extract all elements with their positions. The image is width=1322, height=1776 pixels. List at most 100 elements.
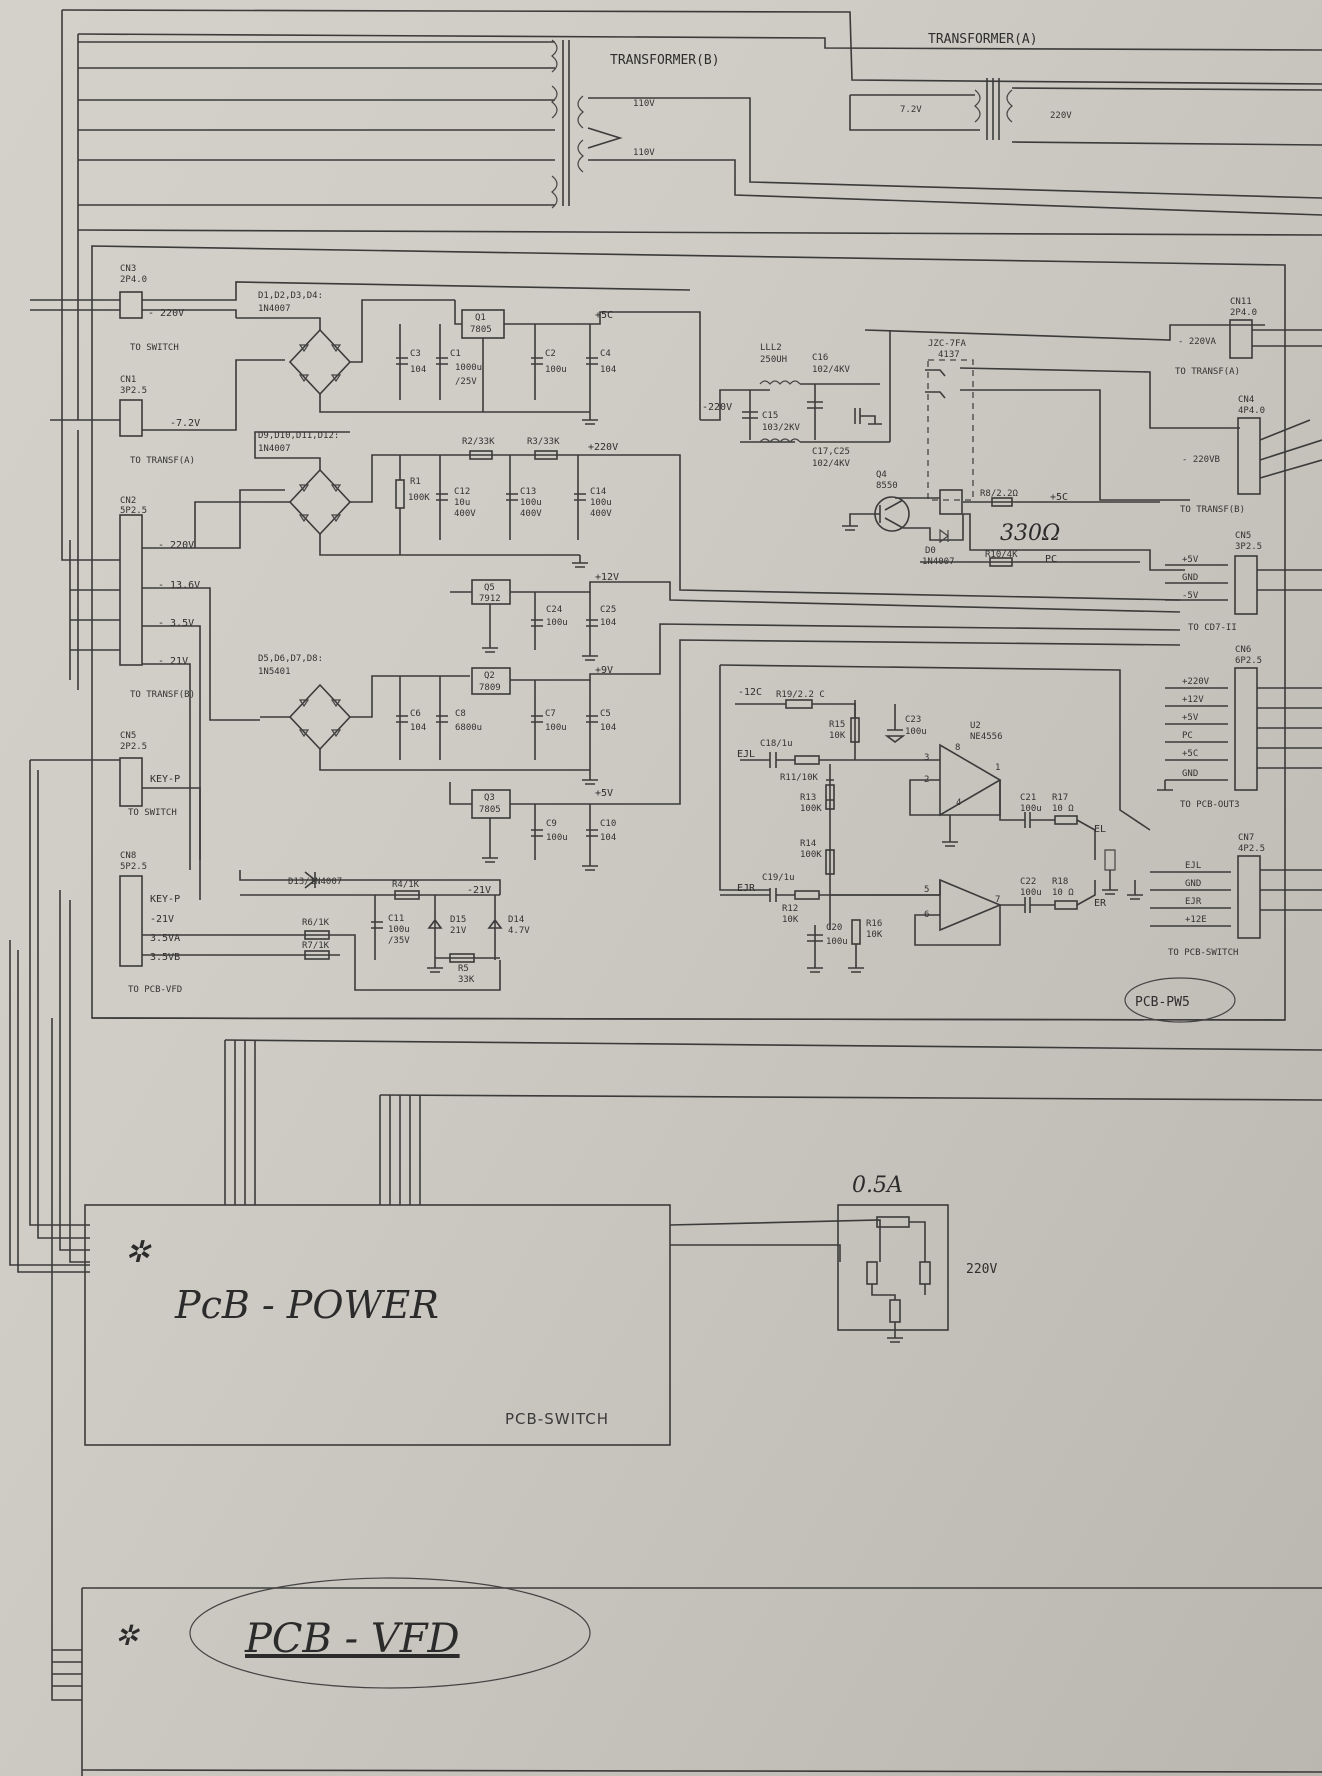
cn8-label-3-5vb: 3.5VB	[150, 952, 180, 963]
c8-name: C8	[455, 709, 466, 719]
connector-cn5: CN5 2P2.5 KEY-P TO SWITCH	[119, 731, 201, 900]
c15-value: 103/2KV	[762, 423, 801, 433]
regulator-q5: Q5 7912 +12V C24 100u C25 104	[450, 572, 1181, 650]
c13-name: C13	[520, 487, 536, 497]
top-wiring	[61, 9, 1322, 420]
c7-value: 100u	[545, 723, 567, 733]
u2-name: U2	[970, 721, 981, 731]
cn2-label-13-6: - 13.6V	[158, 580, 200, 591]
c25-value: 104	[600, 618, 616, 628]
cn5b-name: CN5	[1235, 531, 1251, 541]
handwritten-330-ohm: 330Ω	[1000, 521, 1060, 546]
regulator-q1: Q1 7805 +5C	[454, 300, 701, 420]
c2-value: 100u	[545, 365, 567, 375]
net-minus220: -220V	[702, 402, 732, 413]
d14-name: D14	[508, 915, 524, 925]
d0-name: D0	[925, 546, 936, 556]
pin-6: 6	[924, 910, 929, 920]
cn11-label: - 220VA	[1178, 337, 1217, 347]
cn11-type: 2P4.0	[1230, 308, 1257, 318]
cn7-label-ejl: EJL	[1185, 861, 1201, 871]
net-ejr: EJR	[737, 883, 756, 894]
r7-label: R7/1K	[302, 941, 330, 951]
c1-value: 1000u	[455, 363, 482, 373]
cn6-label-5: +5V	[1182, 713, 1199, 723]
cn7-name: CN7	[1238, 833, 1254, 843]
caps-group-1: C3 104 C1 1000u /25V C2 100u C4 104	[396, 324, 616, 412]
q2-part: 7809	[479, 683, 501, 693]
left-bus	[9, 299, 120, 1701]
net-minus21: -21V	[467, 885, 491, 896]
r5-value: 33K	[458, 975, 475, 985]
net-er: ER	[1094, 898, 1107, 909]
c22-value: 100u	[1020, 888, 1042, 898]
q3-name: Q3	[484, 793, 495, 803]
r10-label: R10/4K	[985, 550, 1018, 560]
cn6-name: CN6	[1235, 645, 1251, 655]
r11-label: R11/10K	[780, 773, 819, 783]
net-el: EL	[1094, 824, 1106, 835]
pcb-vfd-box	[81, 1577, 1322, 1776]
q1-name: Q1	[475, 313, 486, 323]
c20-value: 100u	[826, 937, 848, 947]
connector-cn2: CN2 5P2.5 - 220V - 13.6V - 3.5V - 21V TO…	[119, 489, 285, 870]
net-minus12c: -12C	[738, 687, 762, 698]
cn4-label: - 220VB	[1182, 455, 1220, 465]
cn5b-target: TO CD7-II	[1188, 623, 1237, 633]
pcb-power-star: ✲	[125, 1235, 152, 1270]
r14-value: 100K	[800, 850, 822, 860]
r13-value: 100K	[800, 804, 822, 814]
c17-value: 102/4KV	[812, 459, 851, 469]
ta-primary-label: 220V	[1050, 111, 1072, 121]
transformer-b-label: TRANSFORMER(B)	[610, 53, 720, 68]
c14-name: C14	[590, 487, 606, 497]
c4-value: 104	[600, 365, 616, 375]
c12-name: C12	[454, 487, 470, 497]
bridge-3-label: D5,D6,D7,D8:	[258, 654, 323, 664]
cn5b-type: 3P2.5	[1235, 542, 1262, 552]
pin-1: 1	[995, 763, 1000, 773]
c20-name: C20	[826, 923, 842, 933]
c12-value: 10u	[454, 498, 470, 508]
cn8-target: TO PCB-VFD	[128, 985, 182, 995]
r16-name: R16	[866, 919, 882, 929]
pin-2: 2	[924, 775, 929, 785]
cn4-name: CN4	[1238, 395, 1254, 405]
connector-cn3: CN3 2P4.0 - 220V TO SWITCH	[119, 264, 691, 353]
c25-name: C25	[600, 605, 616, 615]
cn4-type: 4P4.0	[1238, 406, 1265, 416]
r16-value: 10K	[866, 930, 883, 940]
r5-name: R5	[458, 964, 469, 974]
r1-value: 100K	[408, 493, 430, 503]
cn1-name: CN1	[120, 375, 136, 385]
c21-value: 100u	[1020, 804, 1042, 814]
tb-primary-2-label: 110V	[633, 148, 655, 158]
r3-label: R3/33K	[527, 437, 560, 447]
bridge-1: D1,D2,D3,D4: 1N4007	[236, 291, 590, 413]
c15-name: C15	[762, 411, 778, 421]
cn6-label-220: +220V	[1182, 677, 1210, 687]
c11-rating: /35V	[388, 936, 410, 946]
r12-value: 10K	[782, 915, 799, 925]
ground-symbols	[427, 412, 598, 973]
audio-stage: -12C R19/2.2 C R15 10K C23 100u U2 NE455…	[719, 664, 1151, 973]
c16-name: C16	[812, 353, 828, 363]
c17-name: C17,C25	[812, 447, 850, 457]
minus21-supply: D13/1N4007 R4/1K -21V R6/1K R7/1K C11 10…	[239, 870, 530, 991]
pcb-pw5-oval	[1124, 977, 1236, 1023]
connector-cn8: CN8 5P2.5 KEY-P -21V 3.5VA 3.5VB TO PCB-…	[119, 851, 290, 995]
bridge-3-part: 1N5401	[258, 667, 291, 677]
cn8-label-3-5va: 3.5VA	[150, 933, 180, 944]
fuse-rating-label: 0.5A	[852, 1173, 903, 1198]
pcb-switch-box	[84, 1204, 671, 1446]
r15-name: R15	[829, 720, 845, 730]
net-plus220: +220V	[588, 442, 618, 453]
cn2-label-21: - 21V	[158, 656, 188, 667]
cn5-type: 2P2.5	[120, 742, 147, 752]
c13-value: 100u	[520, 498, 542, 508]
c14-value: 100u	[590, 498, 612, 508]
c4-name: C4	[600, 349, 611, 359]
connector-cn1: CN1 3P2.5 -7.2V TO TRANSF(A)	[119, 359, 285, 466]
cn11-name: CN11	[1230, 297, 1252, 307]
c24-value: 100u	[546, 618, 568, 628]
